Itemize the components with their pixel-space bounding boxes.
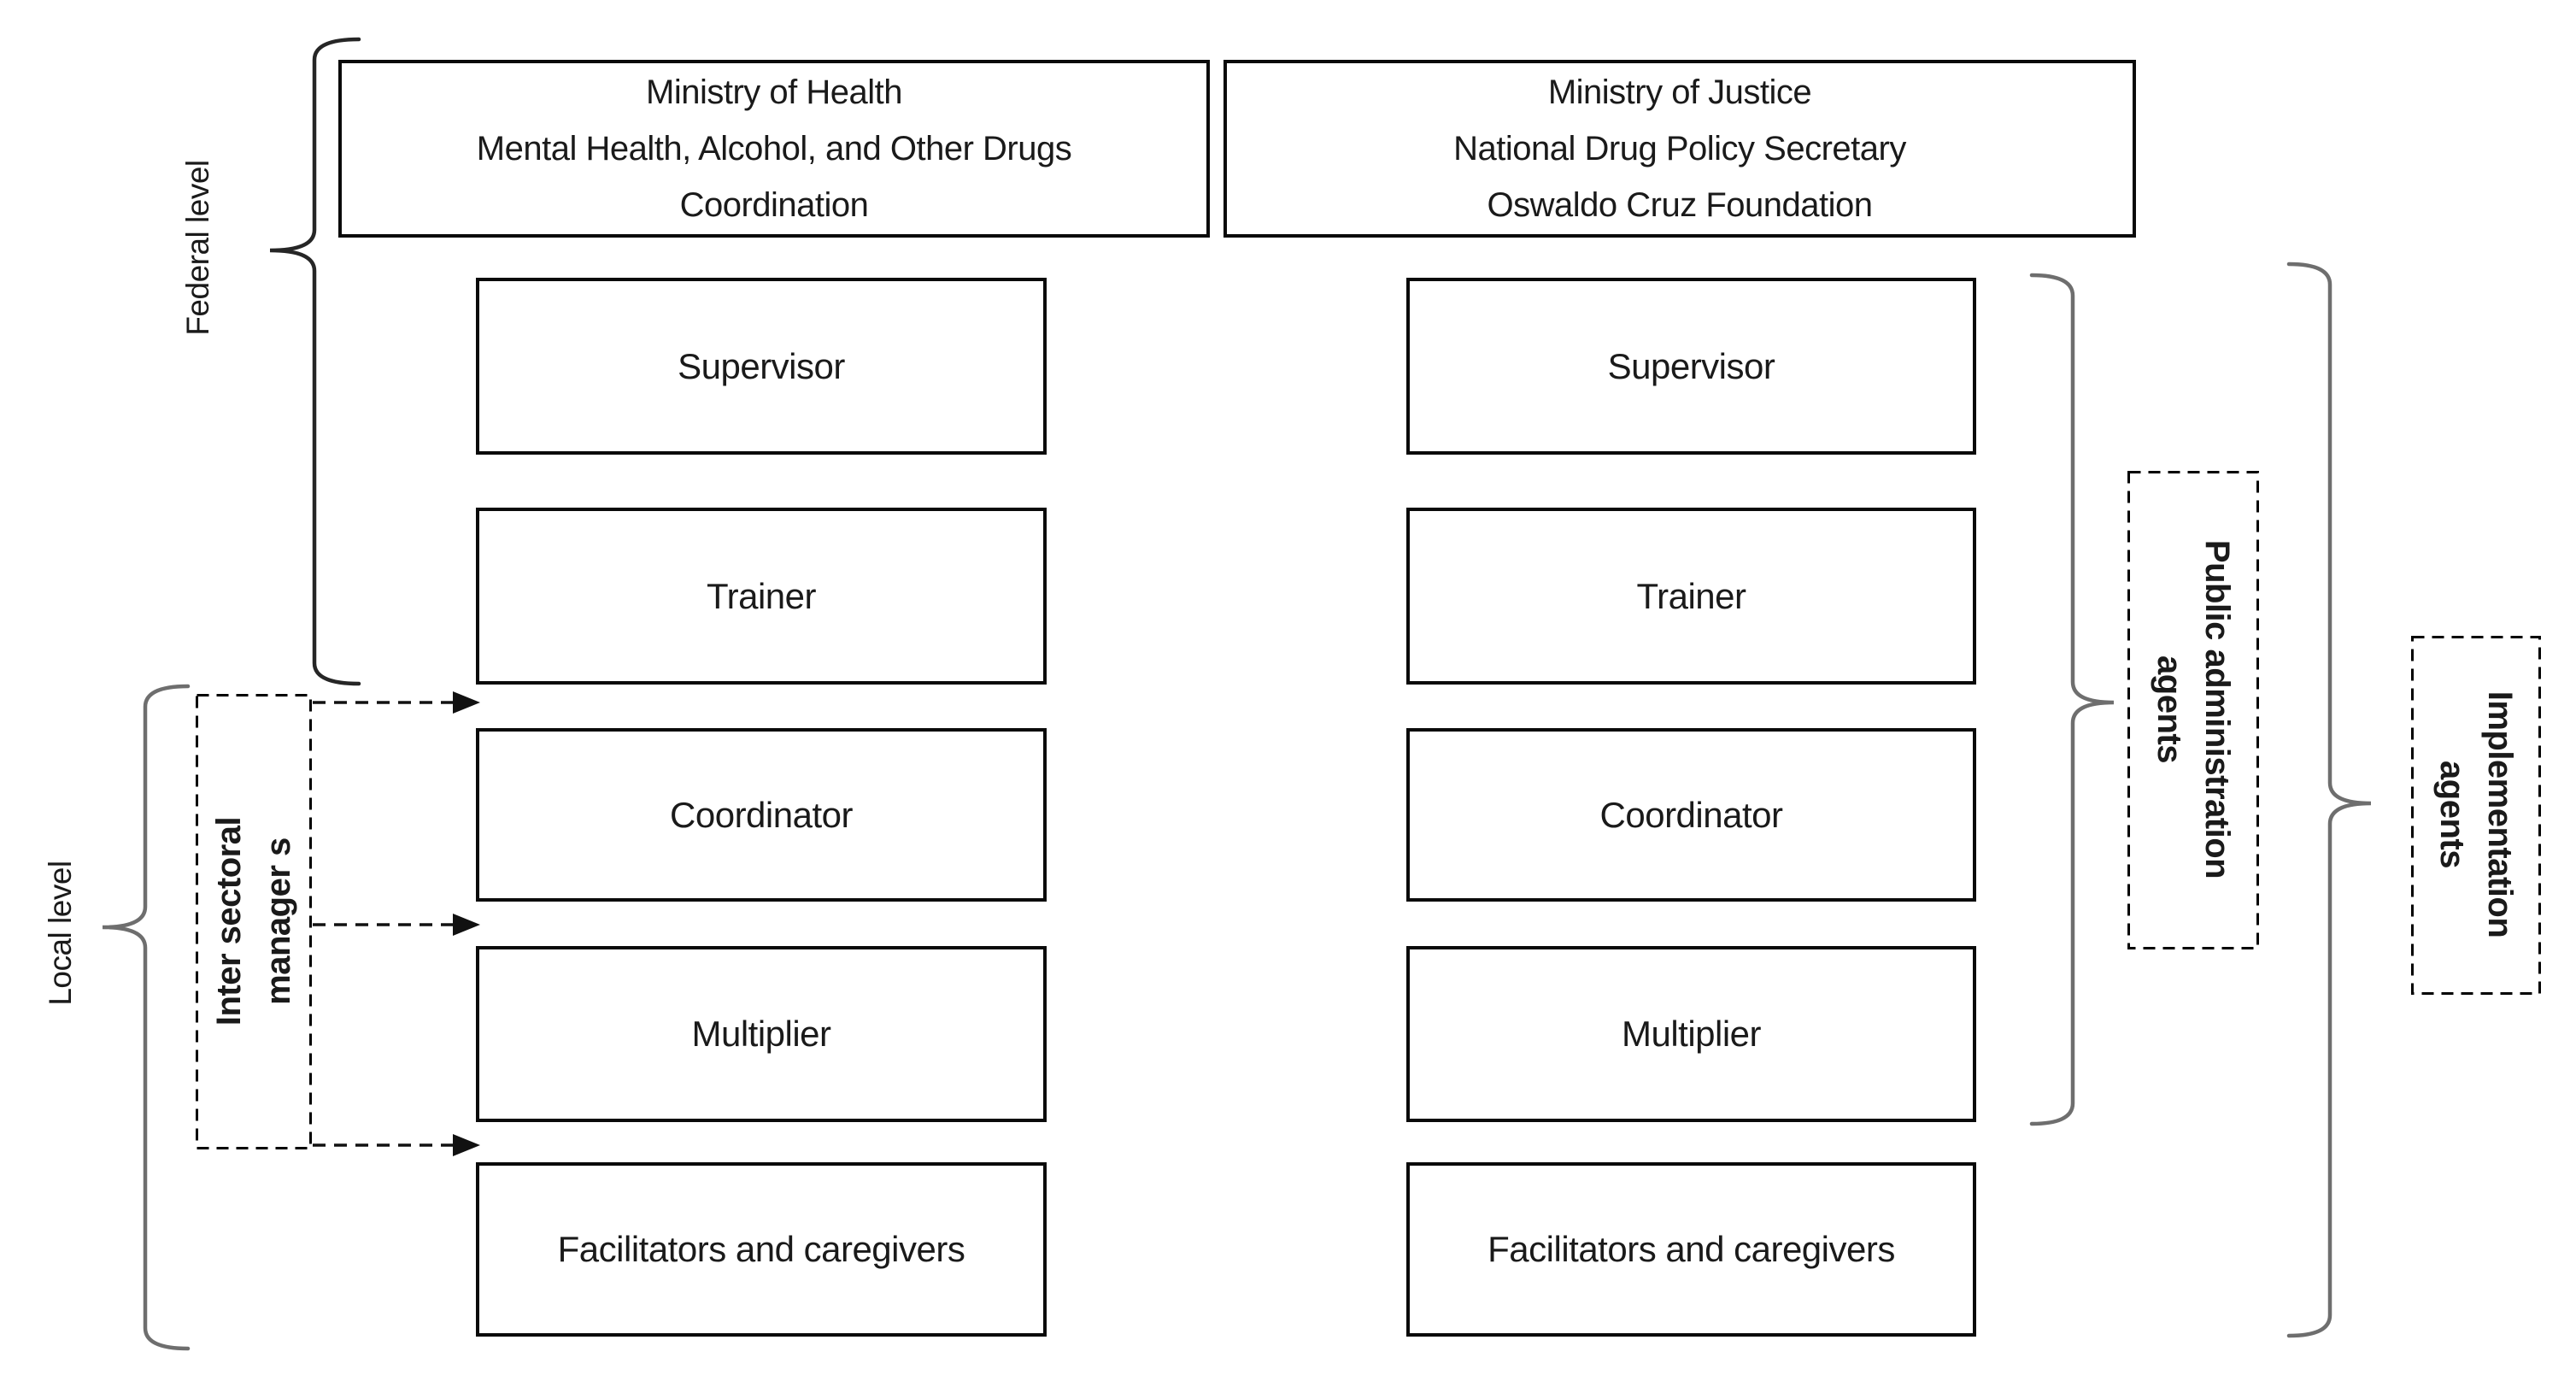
public-administration-brace [2029, 273, 2115, 1126]
header-line: Coordination [679, 186, 869, 224]
label-line: agents [2433, 761, 2471, 868]
ministry-of-health-header-box: Ministry of Health Mental Health, Alcoho… [338, 60, 1210, 238]
health-supervisor-box: Supervisor [476, 278, 1047, 455]
label-line: agents [2151, 655, 2188, 763]
ministry-of-justice-header-box: Ministry of Justice National Drug Policy… [1223, 60, 2136, 238]
arrow-head-icon [453, 691, 480, 714]
header-line: Oswaldo Cruz Foundation [1487, 186, 1873, 224]
intersectoral-arrow-bottom [313, 1134, 480, 1156]
label-line: Public administration [2198, 539, 2236, 879]
role-label: Supervisor [678, 345, 845, 386]
role-label: Supervisor [1607, 345, 1775, 386]
label-line: manager s [260, 838, 297, 1005]
public-administration-dashed-box [2127, 471, 2259, 949]
role-label: Coordinator [670, 794, 853, 835]
header-line: Ministry of Justice [1547, 73, 1812, 111]
arrow-head-icon [453, 1134, 480, 1156]
role-label: Facilitators and caregivers [557, 1229, 965, 1269]
health-trainer-box: Trainer [476, 508, 1047, 685]
public-administration-agents-label: Public administration agents [2145, 540, 2241, 879]
role-label: Coordinator [1599, 794, 1783, 835]
justice-trainer-box: Trainer [1406, 508, 1976, 685]
intersectoral-arrow-middle [313, 914, 480, 936]
local-level-label: Local level [43, 861, 78, 1006]
implementation-agents-label: Implementation agents [2428, 691, 2524, 938]
label-line: Inter sectoral [210, 816, 248, 1026]
implementation-dashed-box [2411, 636, 2541, 995]
federal-level-label: Federal level [180, 160, 215, 336]
header-line: Mental Health, Alcohol, and Other Drugs [476, 130, 1072, 168]
justice-supervisor-box: Supervisor [1406, 278, 1976, 455]
arrow-head-icon [453, 914, 480, 936]
role-label: Trainer [1636, 575, 1746, 616]
health-facilitators-box: Facilitators and caregivers [476, 1162, 1047, 1337]
label-line: Implementation [2481, 691, 2519, 938]
role-label: Facilitators and caregivers [1488, 1229, 1895, 1269]
header-line: National Drug Policy Secretary [1453, 130, 1906, 168]
implementation-brace [2286, 262, 2372, 1338]
health-multiplier-box: Multiplier [476, 946, 1047, 1122]
federal-level-brace [269, 37, 361, 686]
justice-facilitators-box: Facilitators and caregivers [1406, 1162, 1976, 1337]
justice-coordinator-box: Coordinator [1406, 728, 1976, 902]
intersectoral-arrow-top [313, 691, 480, 714]
header-line: Ministry of Health [646, 73, 902, 111]
local-level-brace [102, 684, 191, 1351]
role-label: Multiplier [1621, 1014, 1762, 1054]
health-coordinator-box: Coordinator [476, 728, 1047, 902]
role-label: Trainer [707, 575, 816, 616]
intersectoral-managers-label: Inter sectoral manager s [204, 817, 303, 1026]
justice-multiplier-box: Multiplier [1406, 946, 1976, 1122]
role-label: Multiplier [691, 1014, 831, 1054]
intersectoral-managers-dashed-box [196, 694, 312, 1149]
